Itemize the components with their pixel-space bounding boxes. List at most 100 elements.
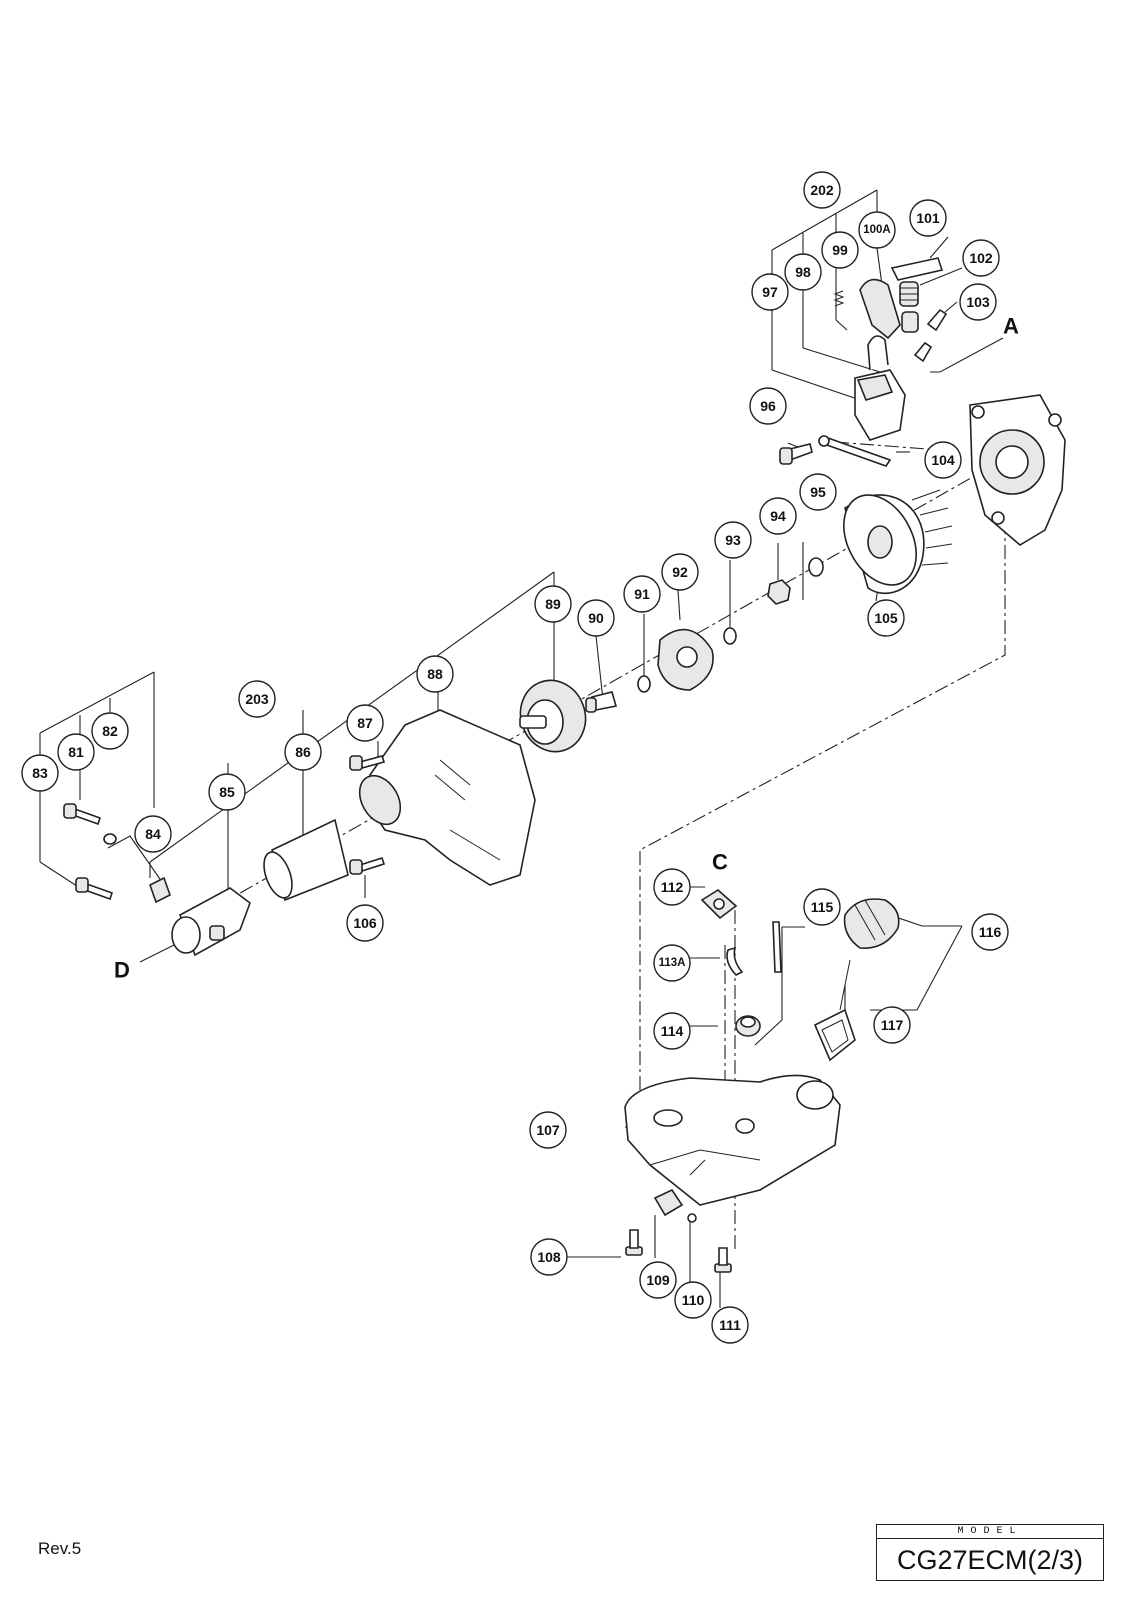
svg-text:117: 117 bbox=[881, 1017, 904, 1033]
callout-96: 96 bbox=[749, 387, 787, 425]
callout-84: 84 bbox=[134, 815, 172, 853]
spring-102b bbox=[901, 311, 919, 333]
svg-text:111: 111 bbox=[719, 1317, 741, 1333]
spark-plug-cap-100A bbox=[859, 278, 901, 340]
callout-108: 108 bbox=[530, 1238, 568, 1276]
callout-86: 86 bbox=[284, 733, 322, 771]
clip-84 bbox=[149, 876, 171, 904]
revision-label: Rev.5 bbox=[38, 1539, 82, 1558]
callout-99: 99 bbox=[821, 231, 859, 269]
callout-87: 87 bbox=[346, 704, 384, 742]
callout-103: 103 bbox=[959, 283, 997, 321]
svg-text:107: 107 bbox=[536, 1122, 560, 1138]
clutch-92 bbox=[657, 628, 714, 691]
ignition-coil-97 bbox=[854, 335, 906, 441]
callout-98: 98 bbox=[784, 253, 822, 291]
svg-text:94: 94 bbox=[770, 508, 786, 524]
clamp-85 bbox=[171, 887, 251, 957]
ref-c: C bbox=[712, 850, 728, 875]
pin-115 bbox=[772, 921, 782, 973]
callout-112: 112 bbox=[653, 868, 691, 906]
callout-107: 107 bbox=[529, 1111, 567, 1149]
svg-text:96: 96 bbox=[760, 398, 776, 414]
svg-text:84: 84 bbox=[145, 826, 161, 842]
svg-text:105: 105 bbox=[874, 610, 898, 626]
strap-117 bbox=[813, 959, 856, 1062]
svg-text:115: 115 bbox=[811, 899, 834, 915]
pipe-113A bbox=[726, 946, 744, 976]
model-caption: MODEL bbox=[877, 1525, 1103, 1539]
fuel-cap-116 bbox=[843, 898, 900, 949]
svg-text:108: 108 bbox=[537, 1249, 561, 1265]
svg-text:106: 106 bbox=[353, 915, 377, 931]
ring-110 bbox=[687, 1213, 697, 1223]
callout-88: 88 bbox=[416, 655, 454, 693]
washer-91 bbox=[637, 675, 651, 693]
screw-111 bbox=[714, 1247, 732, 1273]
svg-text:100A: 100A bbox=[863, 224, 891, 236]
screw-87 bbox=[349, 755, 386, 771]
bolt-81 bbox=[63, 803, 102, 826]
callout-202: 202 bbox=[803, 171, 841, 209]
callout-114: 114 bbox=[653, 1012, 691, 1050]
nut-94 bbox=[767, 579, 791, 605]
bolt-104 bbox=[818, 435, 892, 467]
callout-94: 94 bbox=[759, 497, 797, 535]
svg-text:113A: 113A bbox=[659, 957, 686, 969]
clutch-housing-88 bbox=[358, 709, 536, 886]
callout-90: 90 bbox=[577, 599, 615, 637]
ref-d: D bbox=[114, 958, 130, 983]
callout-101: 101 bbox=[909, 199, 947, 237]
svg-text:87: 87 bbox=[357, 715, 373, 731]
callout-113A: 113A bbox=[653, 944, 691, 982]
bolt-96 bbox=[779, 443, 813, 465]
svg-text:95: 95 bbox=[810, 484, 826, 500]
screw-108 bbox=[625, 1229, 643, 1256]
ref-a: A bbox=[1003, 314, 1019, 339]
callout-104: 104 bbox=[924, 441, 962, 479]
terminal-103 bbox=[926, 308, 948, 332]
svg-text:92: 92 bbox=[672, 564, 688, 580]
model-name: CG27ECM(2/3) bbox=[896, 1545, 1084, 1575]
svg-text:93: 93 bbox=[725, 532, 741, 548]
washer-93 bbox=[723, 627, 737, 645]
callout-100A: 100A bbox=[858, 211, 896, 249]
svg-text:114: 114 bbox=[661, 1023, 684, 1039]
bolt-90 bbox=[585, 691, 618, 713]
callout-115: 115 bbox=[803, 888, 841, 926]
svg-text:98: 98 bbox=[795, 264, 811, 280]
cap-112 bbox=[700, 889, 738, 920]
svg-text:85: 85 bbox=[219, 784, 235, 800]
fuel-filter-109 bbox=[653, 1188, 684, 1217]
crankcase-housing bbox=[969, 394, 1066, 546]
spring-102 bbox=[899, 281, 919, 307]
callout-83: 83 bbox=[21, 754, 59, 792]
part-drawings bbox=[63, 257, 1066, 1273]
clip-101 bbox=[890, 257, 944, 281]
spring-99 bbox=[833, 290, 845, 307]
callout-105: 105 bbox=[867, 599, 905, 637]
svg-text:88: 88 bbox=[427, 666, 443, 682]
callout-97: 97 bbox=[751, 273, 789, 311]
callout-109: 109 bbox=[639, 1261, 677, 1299]
svg-text:89: 89 bbox=[545, 596, 561, 612]
callout-116: 116 bbox=[971, 913, 1009, 951]
callout-106: 106 bbox=[346, 904, 384, 942]
callout-91: 91 bbox=[623, 575, 661, 613]
callout-95: 95 bbox=[799, 473, 837, 511]
callout-93: 93 bbox=[714, 521, 752, 559]
sleeve-86 bbox=[263, 818, 349, 902]
svg-text:112: 112 bbox=[661, 879, 684, 895]
svg-text:116: 116 bbox=[979, 924, 1002, 940]
svg-text:99: 99 bbox=[832, 242, 848, 258]
svg-text:109: 109 bbox=[646, 1272, 670, 1288]
callout-85: 85 bbox=[208, 773, 246, 811]
svg-text:203: 203 bbox=[245, 691, 269, 707]
svg-text:110: 110 bbox=[682, 1292, 705, 1308]
svg-text:103: 103 bbox=[966, 294, 990, 310]
washer-95 bbox=[808, 557, 824, 577]
fuel-tank-107 bbox=[624, 1074, 841, 1206]
screw-106 bbox=[349, 856, 386, 875]
callout-111: 111 bbox=[711, 1306, 749, 1344]
